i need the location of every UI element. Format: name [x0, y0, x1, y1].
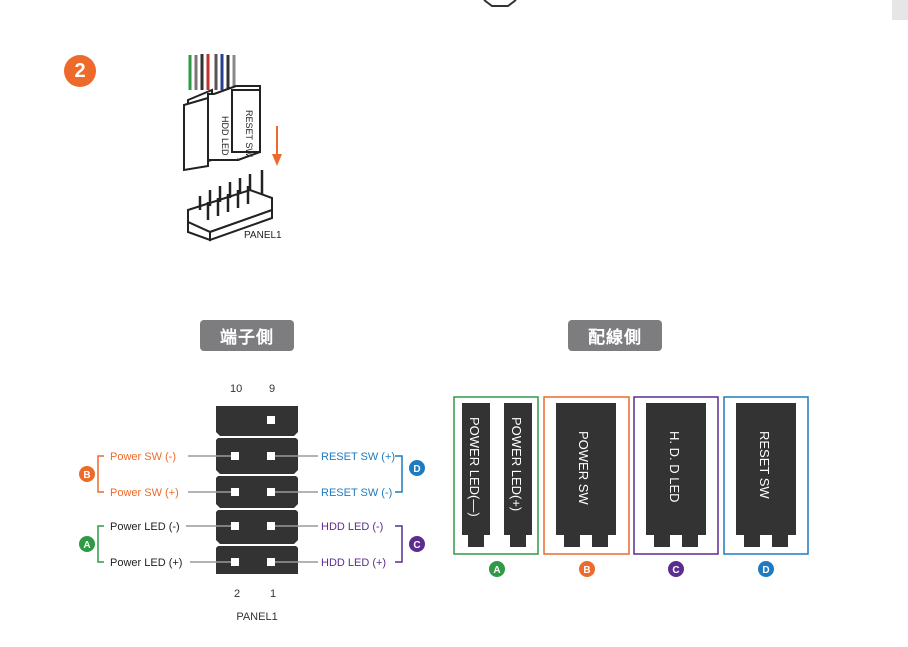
wiring-connectors-diagram: POWER LED(—) POWER LED(+) POWER SW H. D.… — [453, 396, 809, 577]
connector-badge-c: C — [668, 561, 684, 577]
svg-text:A: A — [83, 540, 90, 551]
svg-text:C: C — [672, 565, 679, 576]
pin-number-10: 10 — [230, 383, 242, 395]
connector-label-hdd-led: HDD LED — [220, 116, 230, 156]
connector-badge-d: D — [758, 561, 774, 577]
label-power-sw-minus: Power SW (-) — [110, 451, 176, 463]
label-power-led-minus: Power LED (-) — [110, 521, 180, 533]
bracket-b — [97, 455, 104, 493]
previous-figure-remnant — [483, 0, 517, 7]
connector-label-power-led-plus: POWER LED(+) — [509, 417, 524, 511]
group-badge-b: B — [79, 466, 95, 482]
connector-label-reset-sw: RESET SW — [757, 431, 772, 499]
header-body — [216, 406, 298, 574]
connector-badge-a: A — [489, 561, 505, 577]
wiring-side-title: 配線側 — [568, 320, 662, 351]
pin-number-1: 1 — [270, 588, 276, 600]
terminal-side-title: 端子側 — [200, 320, 294, 351]
wires — [188, 54, 236, 90]
label-power-sw-plus: Power SW (+) — [110, 487, 179, 499]
svg-text:D: D — [413, 464, 420, 475]
pin-number-2: 2 — [234, 588, 240, 600]
label-power-led-plus: Power LED (+) — [110, 557, 182, 569]
label-reset-sw-plus: RESET SW (+) — [321, 451, 395, 463]
pin-leader-lines — [186, 455, 318, 563]
panel1-pinout-diagram: 10 9 Power SW (-) Power SW (+) Power LED… — [79, 383, 425, 623]
svg-text:A: A — [493, 565, 500, 576]
connector-label-reset-sw: RESET SW — [244, 110, 254, 157]
connector-illustration: HDD LED RESET SW PANEL1 — [183, 54, 282, 242]
connector-frame-a — [453, 396, 539, 555]
svg-text:C: C — [413, 540, 420, 551]
svg-text:B: B — [83, 470, 90, 481]
connector-label-power-sw: POWER SW — [576, 431, 591, 505]
label-reset-sw-minus: RESET SW (-) — [321, 487, 392, 499]
bracket-a — [97, 525, 104, 563]
label-hdd-led-plus: HDD LED (+) — [321, 557, 386, 569]
step-number-badge: 2 — [64, 55, 96, 87]
connector-label-hdd-led: H. D. D LED — [667, 431, 682, 503]
connector-badge-b: B — [579, 561, 595, 577]
label-hdd-led-minus: HDD LED (-) — [321, 521, 383, 533]
connector-label-power-led-minus: POWER LED(—) — [467, 417, 482, 517]
panel1-label: PANEL1 — [236, 611, 277, 623]
bracket-c — [395, 525, 403, 563]
svg-text:D: D — [762, 565, 769, 576]
insert-arrow — [272, 126, 282, 166]
connector-frame-c — [633, 396, 719, 555]
group-badge-d: D — [409, 460, 425, 476]
pin-header-illustration — [187, 170, 273, 242]
group-badge-a: A — [79, 536, 95, 552]
connector-frame-b — [543, 396, 630, 555]
pin-number-9: 9 — [269, 383, 275, 395]
header-pins — [231, 416, 275, 566]
connector-frame-d — [723, 396, 809, 555]
group-badge-c: C — [409, 536, 425, 552]
panel1-illustration-label: PANEL1 — [244, 230, 282, 241]
svg-text:B: B — [583, 565, 590, 576]
bracket-d — [395, 455, 403, 493]
page-edge-tab — [892, 0, 908, 20]
